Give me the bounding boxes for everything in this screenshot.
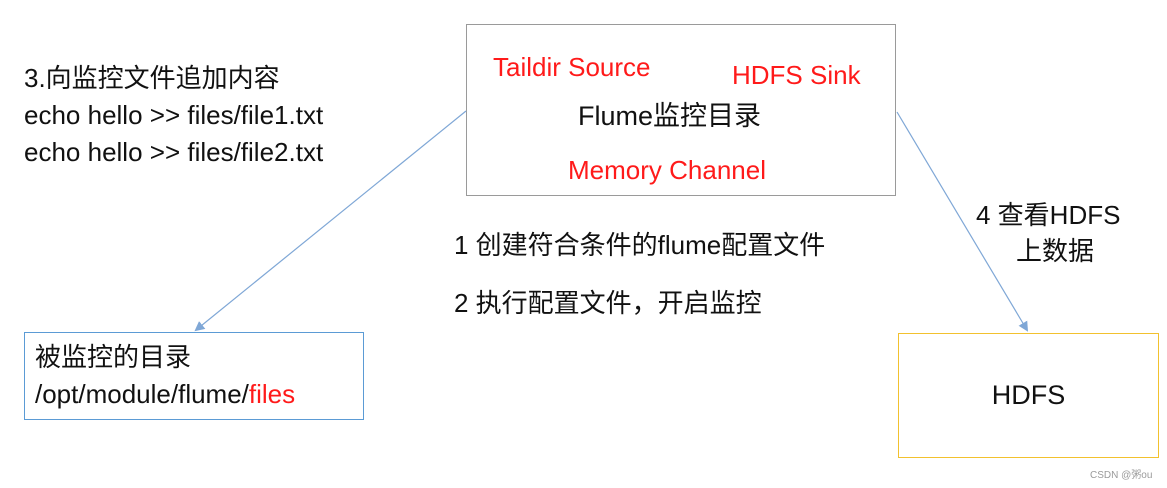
step-4-line-2: 上数据 [1016, 236, 1095, 266]
step-4-line-1: 4 查看HDFS [976, 200, 1121, 230]
watermark: CSDN @粥ou [1090, 470, 1153, 481]
path-highlight: files [248, 379, 296, 409]
step-2: 2 执行配置文件，开启监控 [454, 288, 762, 318]
watched-directory-label: 被监控的目录 [35, 342, 192, 372]
append-instructions: 3.向监控文件追加内容 echo hello >> files/file1.tx… [24, 60, 323, 171]
hdfs-label: HDFS [898, 333, 1159, 458]
watched-directory-path: /opt/module/flume/files [35, 376, 295, 413]
step-1: 1 创建符合条件的flume配置文件 [454, 230, 826, 260]
instruction-title: 3.向监控文件追加内容 [24, 63, 280, 93]
watched-directory-box [24, 332, 364, 420]
flume-box [466, 24, 896, 196]
arrow-to-watched-directory [194, 110, 467, 332]
taildir-source-label: Taildir Source [493, 52, 651, 82]
flume-title: Flume监控目录 [578, 101, 762, 131]
arrow-to-hdfs [896, 111, 1029, 332]
instruction-command-1: echo hello >> files/file1.txt [24, 100, 324, 130]
path-prefix: /opt/module/flume/ [35, 379, 249, 409]
memory-channel-label: Memory Channel [568, 155, 766, 185]
step-4: 4 查看HDFS 上数据 [976, 197, 1120, 269]
hdfs-sink-label: HDFS Sink [732, 60, 861, 90]
hdfs-box [898, 333, 1159, 458]
hdfs-label-text: HDFS [991, 380, 1066, 410]
instruction-command-2: echo hello >> files/file2.txt [24, 137, 324, 167]
watched-directory-text: 被监控的目录 /opt/module/flume/files [35, 339, 295, 413]
